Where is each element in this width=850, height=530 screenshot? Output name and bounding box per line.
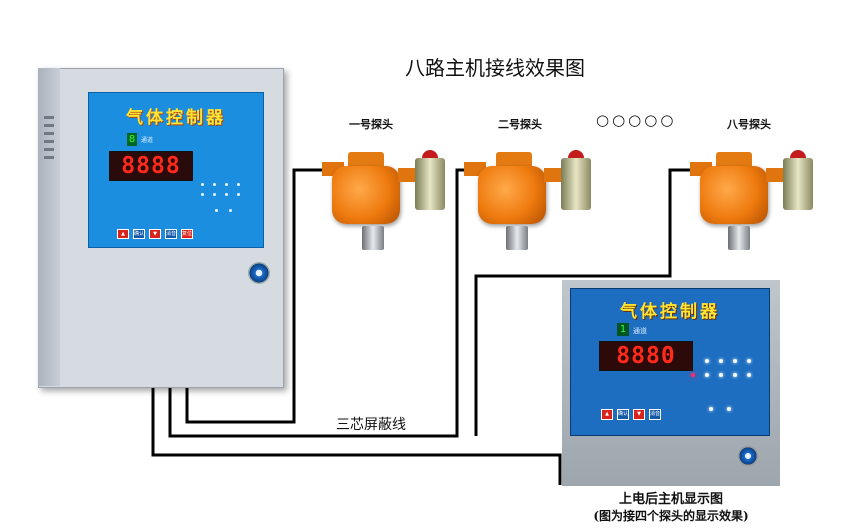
vent-slot <box>44 132 54 135</box>
status-led <box>215 209 218 212</box>
status-led <box>213 193 216 196</box>
cable-probe-1 <box>185 168 326 424</box>
status-led <box>237 183 240 186</box>
led-display: 8888 <box>109 151 193 181</box>
gas-probe-2 <box>478 166 546 224</box>
probe-cap <box>496 152 532 168</box>
probe-cap <box>348 152 384 168</box>
controller-front-panel: 气体控制器 8 通道 8888 ▲ 确认 ▼ 消音 复位 <box>88 92 264 248</box>
status-led <box>201 193 204 196</box>
probe-8-label: 八号探头 <box>727 118 771 131</box>
gas-probe-1 <box>332 166 400 224</box>
confirm-button[interactable]: 确认 <box>133 229 145 239</box>
status-led <box>237 193 240 196</box>
reset-button[interactable]: 复位 <box>181 229 193 239</box>
status-led <box>733 373 737 377</box>
key-lock-icon[interactable] <box>248 262 270 284</box>
alarm-light-icon <box>568 150 584 160</box>
status-led <box>201 183 204 186</box>
alarm-led <box>691 373 695 377</box>
status-led <box>719 373 723 377</box>
status-led <box>705 373 709 377</box>
status-led <box>229 209 232 212</box>
status-led <box>213 183 216 186</box>
status-led <box>747 359 751 363</box>
status-led <box>727 407 731 411</box>
probe-connector <box>544 168 566 182</box>
mute-button[interactable]: 消音 <box>649 409 661 420</box>
probe-connector <box>766 168 788 182</box>
status-led <box>747 373 751 377</box>
status-led <box>225 193 228 196</box>
up-button[interactable]: ▲ <box>601 409 613 420</box>
controller-name: 气体控制器 <box>126 108 226 128</box>
vent-slot <box>44 148 54 151</box>
alarm-horn <box>561 158 591 210</box>
status-led <box>733 359 737 363</box>
up-button[interactable]: ▲ <box>117 229 129 239</box>
probe-connector <box>398 168 420 182</box>
down-button[interactable]: ▼ <box>149 229 161 239</box>
status-led <box>225 183 228 186</box>
mute-button[interactable]: 消音 <box>165 229 177 239</box>
photo-front-panel: 气体控制器 1 通道 8880 ▲ 确认 ▼ 消音 <box>570 288 770 436</box>
diagram-title: 八路主机接线效果图 <box>405 56 585 80</box>
cable-label: 三芯屏蔽线 <box>336 417 406 433</box>
down-button[interactable]: ▼ <box>633 409 645 420</box>
caption-line-1: 上电后主机显示图 <box>618 492 723 507</box>
probe-sensor-head <box>728 226 750 250</box>
alarm-horn <box>415 158 445 210</box>
vent-slot <box>44 124 54 127</box>
alarm-light-icon <box>790 150 806 160</box>
vent-slot <box>44 140 54 143</box>
photo-channel-label: 通道 <box>633 327 647 335</box>
caption-line-2: (图为接四个探头的显示效果) <box>593 509 749 523</box>
probe-sensor-head <box>506 226 528 250</box>
photo-channel-indicator: 1 <box>617 323 629 336</box>
cable-probe-8-upper <box>474 168 700 436</box>
cable-probe-8 <box>151 384 562 485</box>
channel-indicator: 8 <box>127 133 137 146</box>
probe-2-label: 二号探头 <box>498 118 542 131</box>
more-probes-ellipsis: ○○○○○ <box>596 111 677 129</box>
channel-label: 通道 <box>141 137 154 144</box>
alarm-light-icon <box>422 150 438 160</box>
probe-cap <box>716 152 752 168</box>
alarm-horn <box>783 158 813 210</box>
probe-sensor-head <box>362 226 384 250</box>
vent-slot <box>44 116 54 119</box>
photo-led-display: 8880 <box>599 341 693 371</box>
gas-probe-8 <box>700 166 768 224</box>
controller-side-panel <box>38 68 60 386</box>
status-led <box>705 359 709 363</box>
status-led <box>709 407 713 411</box>
confirm-button[interactable]: 确认 <box>617 409 629 420</box>
probe-1-label: 一号探头 <box>349 118 393 131</box>
photo-controller-name: 气体控制器 <box>620 302 720 322</box>
vent-slot <box>44 156 54 159</box>
status-led <box>719 359 723 363</box>
key-lock-icon[interactable] <box>738 446 758 466</box>
shielded-cables <box>151 168 700 485</box>
